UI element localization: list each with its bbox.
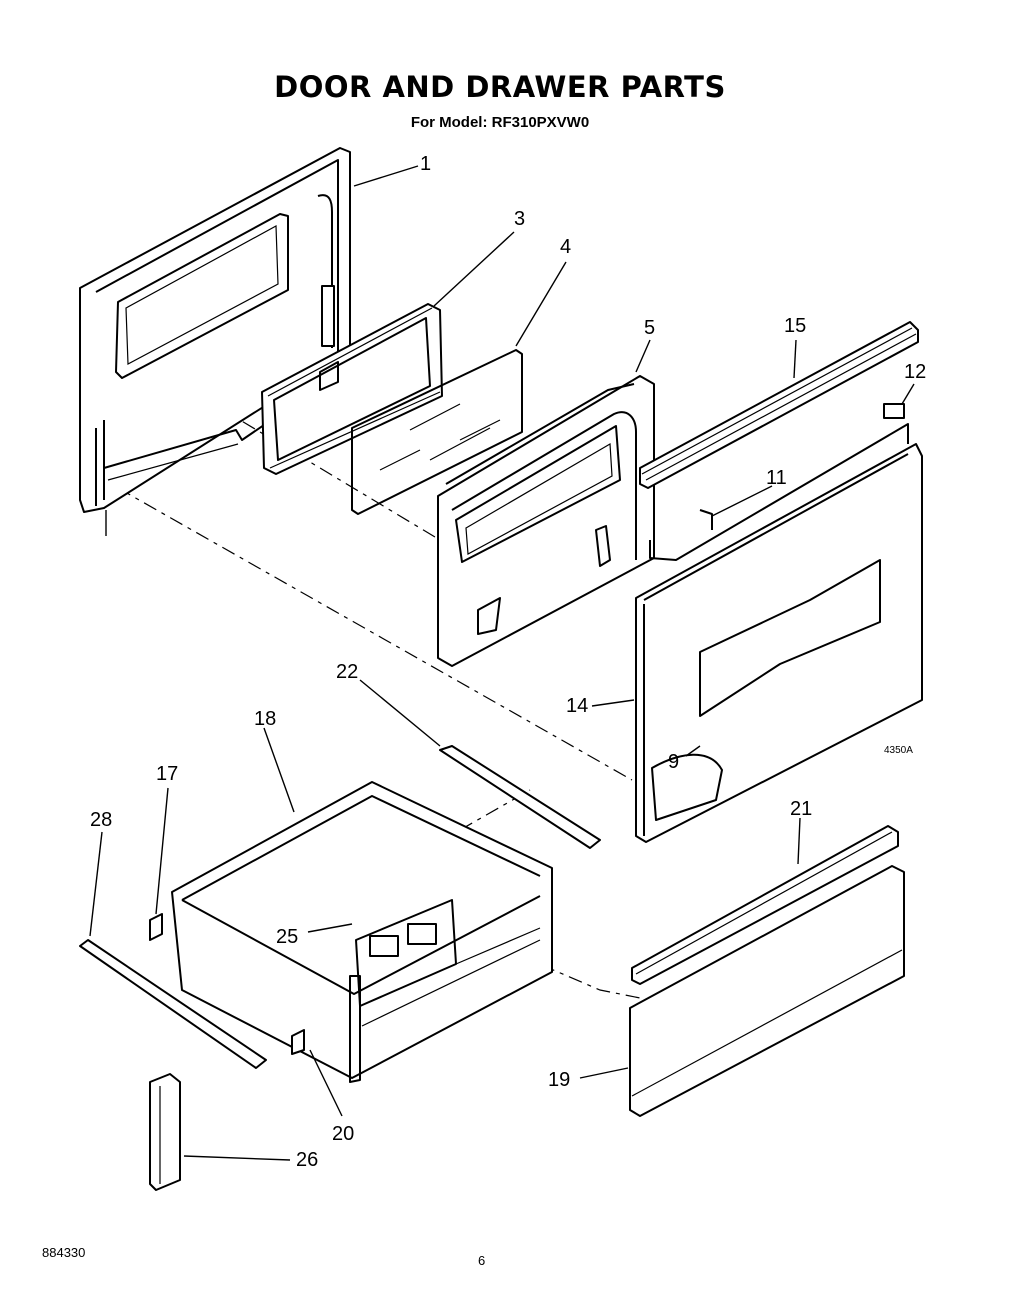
callout-20: 20	[332, 1123, 354, 1145]
callout-25: 25	[276, 926, 298, 948]
part-3-door-gasket	[261, 303, 443, 475]
callout-3: 3	[514, 208, 525, 230]
callout-5: 5	[644, 317, 655, 339]
part-26-side-piece	[149, 1073, 181, 1191]
part-20-clip	[291, 1029, 305, 1055]
document-number: 884330	[42, 1245, 86, 1260]
leader-lines	[89, 165, 915, 1161]
part-28-front-strip	[79, 939, 267, 1069]
part-4-window-glass	[351, 349, 523, 515]
part-18-drawer-body	[171, 781, 553, 1083]
callout-4: 4	[560, 236, 571, 258]
part-14-outer-door	[635, 423, 923, 843]
diagram-code: 4350A	[884, 745, 913, 756]
part-1-outer-door-panel	[79, 147, 351, 513]
part-15-top-trim	[639, 321, 919, 489]
callout-22: 22	[336, 661, 358, 683]
part-21-drawer-trim	[631, 825, 899, 985]
callout-15: 15	[784, 315, 806, 337]
callout-12: 12	[904, 361, 926, 383]
callout-11: 11	[766, 467, 787, 489]
page-number: 6	[478, 1253, 486, 1268]
model-subtitle: For Model: RF310PXVW0	[410, 114, 590, 131]
callout-14: 14	[566, 695, 588, 717]
callout-21: 21	[790, 798, 812, 820]
callout-1: 1	[420, 153, 431, 175]
part-17-clip	[149, 913, 163, 941]
callout-28: 28	[90, 809, 112, 831]
callout-19: 19	[548, 1069, 570, 1091]
callout-18: 18	[254, 708, 276, 730]
callout-26: 26	[296, 1149, 318, 1171]
part-12-bracket	[883, 403, 905, 419]
part-19-drawer-front	[629, 865, 905, 1117]
callout-17: 17	[156, 763, 178, 785]
part-22-drawer-rail	[439, 745, 601, 849]
part-5-inner-door-liner	[437, 375, 655, 667]
callout-9: 9	[668, 751, 679, 773]
page-title: DOOR AND DRAWER PARTS	[274, 70, 726, 104]
